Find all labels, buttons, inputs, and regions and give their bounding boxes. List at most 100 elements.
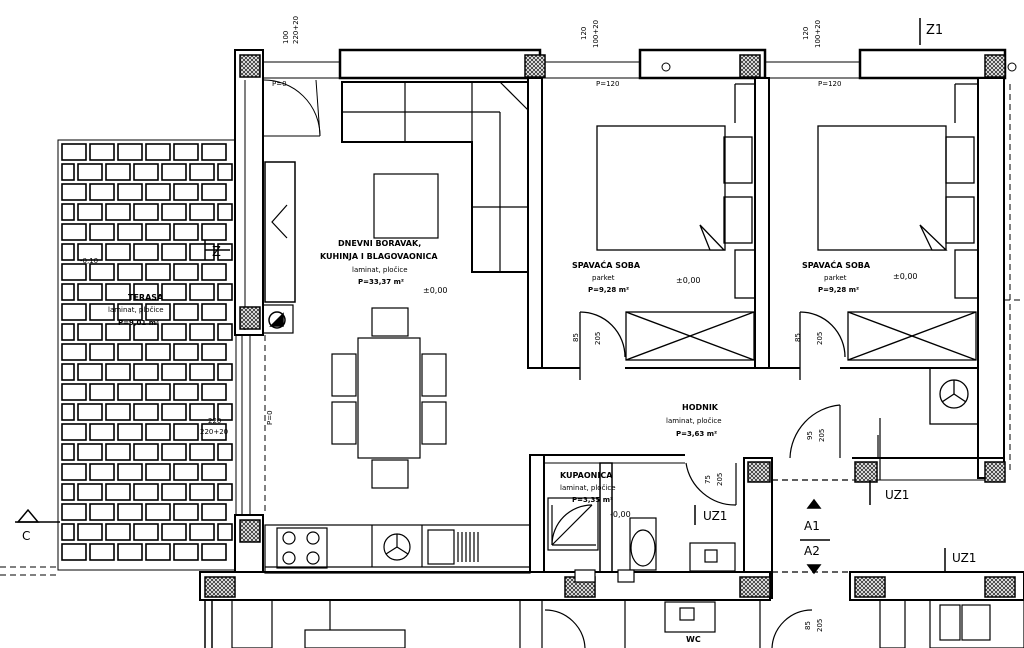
hallway-floor: laminat, pločice xyxy=(666,417,722,425)
terrace-brick xyxy=(217,163,233,181)
room-labels: DNEVNI BORAVAK, KUHINJA I BLAGOVAONICA l… xyxy=(80,239,918,644)
tv-unit xyxy=(262,161,296,334)
terrace-brick xyxy=(173,383,199,401)
terrace-brick xyxy=(117,263,143,281)
door-b2-width: 85 xyxy=(794,333,802,342)
terrace-brick xyxy=(217,403,233,421)
dim-terrace-width: 220+20 xyxy=(200,428,228,436)
bedroom2-name: SPAVAĆA SOBA xyxy=(802,259,871,270)
terrace-brick xyxy=(133,323,159,341)
bathroom-level: -0,00 xyxy=(610,510,631,519)
terrace-brick xyxy=(145,463,171,481)
terrace-brick xyxy=(145,543,171,561)
terrace-brick xyxy=(145,263,171,281)
terrace-brick xyxy=(105,363,131,381)
terrace-brick xyxy=(89,303,115,321)
lower-area xyxy=(231,599,1024,648)
terrace-brick xyxy=(145,503,171,521)
terrace-brick xyxy=(105,443,131,461)
dim-top-left-height: 100 xyxy=(282,31,290,44)
dim-terrace-height: 220 xyxy=(208,417,221,425)
terrace-brick xyxy=(105,483,131,501)
terrace-brick xyxy=(77,403,103,421)
terrace-brick xyxy=(61,263,87,281)
terrace-brick xyxy=(89,503,115,521)
terrace-brick xyxy=(105,163,131,181)
terrace-brick xyxy=(173,543,199,561)
terrace-brick xyxy=(161,403,187,421)
terrace-brick xyxy=(201,423,227,441)
living-area: P=33,37 m² xyxy=(358,278,404,286)
terrace-brick xyxy=(201,543,227,561)
mark-a2: A2 xyxy=(804,544,820,558)
bathroom-name: KUPAONICA xyxy=(560,471,613,480)
terrace-brick xyxy=(61,423,87,441)
terrace-brick xyxy=(173,463,199,481)
terrace-brick xyxy=(61,303,87,321)
terrace-brick xyxy=(173,343,199,361)
terrace-brick xyxy=(217,443,233,461)
mark-uz1-a: UZ1 xyxy=(885,488,909,502)
terrace-brick xyxy=(145,143,171,161)
terrace-brick xyxy=(133,363,159,381)
terrace-brick xyxy=(173,503,199,521)
terrace-brick xyxy=(189,243,215,261)
terrace-brick xyxy=(201,383,227,401)
bathroom-floor: laminat, pločice xyxy=(560,484,616,492)
terrace-brick xyxy=(117,223,143,241)
terrace-brick xyxy=(117,503,143,521)
terrace-brick xyxy=(61,283,75,301)
terrace-brick xyxy=(117,303,143,321)
terrace-brick xyxy=(61,523,75,541)
terrace-brick xyxy=(61,403,75,421)
terrace-brick xyxy=(89,263,115,281)
terrace-brick xyxy=(61,483,75,501)
bathroom-area: P=3,35 m² xyxy=(572,496,613,504)
terrace-brick xyxy=(61,503,87,521)
door-bath-height: 205 xyxy=(716,473,724,486)
terrace-brick xyxy=(133,403,159,421)
terrace-brick xyxy=(201,223,227,241)
bedroom1-furniture xyxy=(579,83,756,380)
terrace-brick xyxy=(145,183,171,201)
terrace-brick xyxy=(117,423,143,441)
terrace-brick xyxy=(189,363,215,381)
terrace-area: P=9,01 m² xyxy=(118,319,159,327)
terrace-brick xyxy=(77,283,103,301)
dim-top-mid-width: 100+20 xyxy=(592,20,600,48)
terrace-brick xyxy=(201,143,227,161)
door-lower-height: 205 xyxy=(816,619,824,632)
terrace-level: -0,10 xyxy=(80,257,98,265)
section-labels: Z1 Z C UZ1 UZ1 UZ1 A1 A2 xyxy=(22,23,976,565)
mark-a1: A1 xyxy=(804,519,820,533)
terrace-brick xyxy=(189,203,215,221)
terrace-brick xyxy=(133,483,159,501)
bedroom1-floor: parket xyxy=(592,274,615,282)
door-b1-width: 85 xyxy=(572,333,580,342)
terrace-brick xyxy=(145,423,171,441)
hallway-name: HODNIK xyxy=(682,403,719,412)
dim-top-right-width: 100+20 xyxy=(814,20,822,48)
terrace-brick xyxy=(61,543,87,561)
terrace-brick xyxy=(77,323,103,341)
terrace-brick xyxy=(173,263,199,281)
terrace-bricks xyxy=(61,143,233,561)
terrace-brick xyxy=(133,443,159,461)
terrace-brick xyxy=(217,523,233,541)
terrace-brick xyxy=(89,423,115,441)
terrace-brick xyxy=(201,503,227,521)
terrace-brick xyxy=(77,523,103,541)
door-lower-width: 85 xyxy=(804,621,812,630)
bedroom1-area: P=9,28 m² xyxy=(588,286,629,294)
terrace-brick xyxy=(189,443,215,461)
door-bath-width: 75 xyxy=(704,475,712,484)
terrace-brick xyxy=(173,143,199,161)
mark-z: Z xyxy=(212,245,221,260)
terrace-brick xyxy=(217,323,233,341)
dim-top-left-width: 220+20 xyxy=(292,16,300,44)
terrace-brick xyxy=(61,163,75,181)
terrace-brick xyxy=(117,383,143,401)
hallway-area: P=3,63 m² xyxy=(676,430,717,438)
sill-bedroom1: P=120 xyxy=(596,80,619,88)
